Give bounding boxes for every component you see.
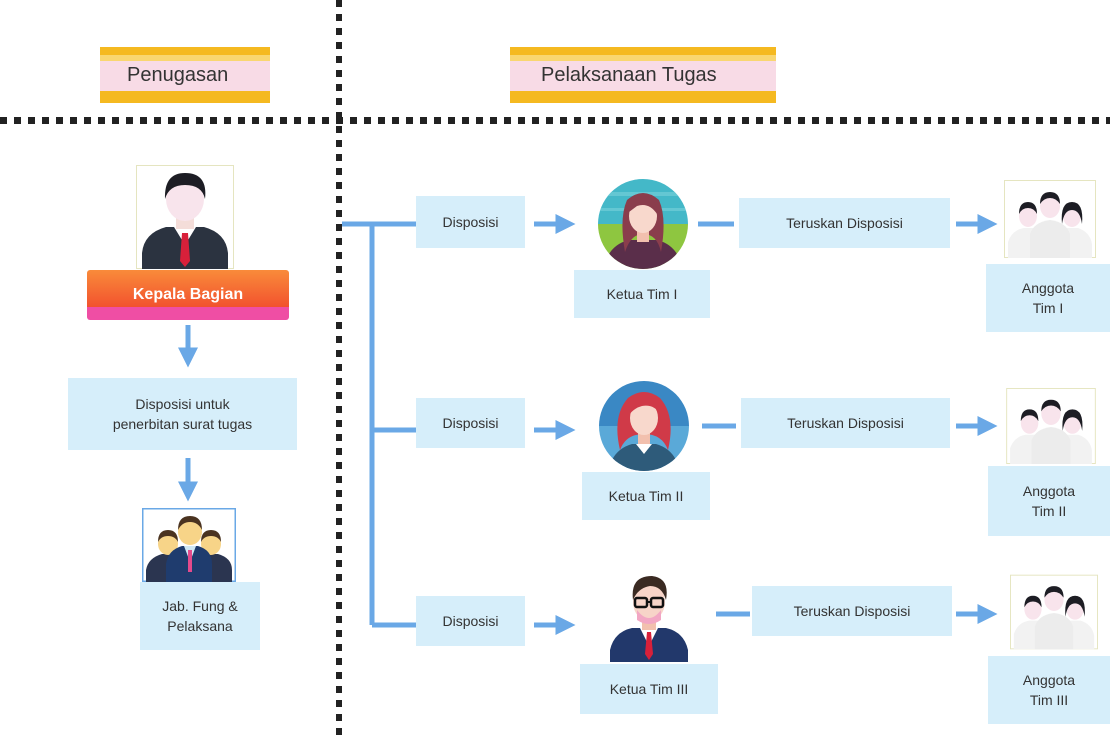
row1-leader-box: Ketua Tim I bbox=[574, 270, 710, 318]
header-pelaksanaan-label: Pelaksanaan Tugas bbox=[541, 63, 717, 86]
row2-members-line2: Tim II bbox=[1031, 503, 1067, 519]
row1-members-line2: Tim I bbox=[1032, 300, 1064, 316]
header-pelaksanaan: Pelaksanaan Tugas bbox=[510, 47, 776, 103]
staff-box: Jab. Fung & Pelaksana bbox=[140, 582, 260, 650]
staff-line2: Pelaksana bbox=[167, 618, 233, 634]
staff-line1: Jab. Fung & bbox=[162, 598, 238, 614]
disposition-line2: penerbitan surat tugas bbox=[112, 416, 253, 432]
header-penugasan: Penugasan bbox=[100, 47, 270, 103]
row2-members-box: Anggota Tim II bbox=[988, 466, 1110, 536]
row2-forward-box: Teruskan Disposisi bbox=[741, 398, 950, 448]
row3-forward-label: Teruskan Disposisi bbox=[793, 603, 911, 619]
row3-disposisi-box: Disposisi bbox=[416, 596, 525, 646]
row3-disposisi-label: Disposisi bbox=[442, 613, 499, 629]
row3-forward-box: Teruskan Disposisi bbox=[752, 586, 952, 636]
disposition-box: Disposisi untuk penerbitan surat tugas bbox=[68, 378, 297, 450]
team-icon bbox=[141, 507, 237, 583]
row2-forward-label: Teruskan Disposisi bbox=[787, 415, 904, 431]
row1-forward-label: Teruskan Disposisi bbox=[786, 215, 903, 231]
row2-leader-box: Ketua Tim II bbox=[582, 472, 710, 520]
redhead-leader-icon bbox=[598, 380, 690, 472]
row1-disposisi-box: Disposisi bbox=[416, 196, 525, 248]
female-leader-icon bbox=[597, 178, 689, 270]
row3-leader-label: Ketua Tim III bbox=[609, 681, 689, 697]
row3-leader-box: Ketua Tim III bbox=[580, 664, 718, 714]
group-members-icon bbox=[1004, 180, 1096, 258]
row1-members-box: Anggota Tim I bbox=[986, 264, 1110, 332]
row1-members-line1: Anggota bbox=[1021, 280, 1075, 296]
row2-disposisi-label: Disposisi bbox=[442, 415, 499, 431]
row1-leader-label: Ketua Tim I bbox=[606, 286, 678, 302]
row2-members-line1: Anggota bbox=[1022, 483, 1076, 499]
glasses-man-leader-icon bbox=[606, 570, 692, 662]
header-penugasan-label: Penugasan bbox=[127, 63, 229, 86]
group-members-icon bbox=[1010, 574, 1098, 650]
businessman-icon bbox=[136, 165, 234, 269]
kepala-bagian-label: Kepala Bagian bbox=[132, 286, 244, 303]
kepala-bagian-box: Kepala Bagian bbox=[87, 270, 289, 320]
group-members-icon bbox=[1006, 388, 1096, 464]
horizontal-divider bbox=[0, 117, 1110, 124]
row2-disposisi-box: Disposisi bbox=[416, 398, 525, 448]
row3-members-line1: Anggota bbox=[1022, 672, 1076, 688]
vertical-divider bbox=[336, 0, 342, 735]
disposition-line1: Disposisi untuk bbox=[135, 396, 230, 412]
row2-leader-label: Ketua Tim II bbox=[608, 488, 684, 504]
row3-members-line2: Tim III bbox=[1029, 692, 1069, 708]
row1-forward-box: Teruskan Disposisi bbox=[739, 198, 950, 248]
row3-members-box: Anggota Tim III bbox=[988, 656, 1110, 724]
row1-disposisi-label: Disposisi bbox=[442, 214, 499, 230]
